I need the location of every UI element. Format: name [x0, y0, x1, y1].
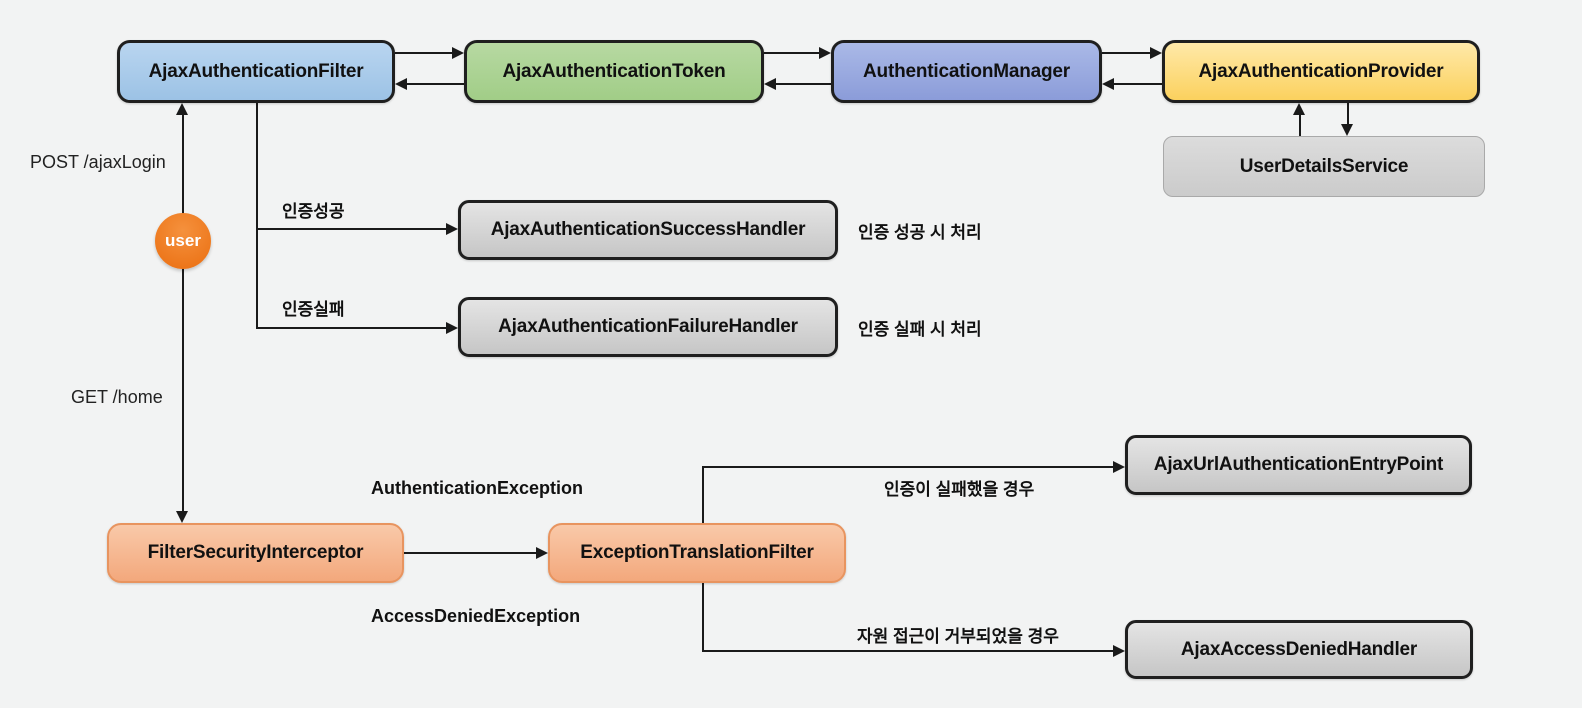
node-success-handler-label: AjaxAuthenticationSuccessHandler	[490, 219, 806, 240]
arrowhead-into-token-back	[764, 78, 776, 90]
connector-to-entry-point	[702, 466, 1113, 468]
connector-to-denied-handler	[702, 650, 1113, 652]
node-ajax-access-denied-handler: AjaxAccessDeniedHandler	[1125, 620, 1473, 679]
connector-token-to-manager	[764, 52, 819, 54]
node-denied-handler-label: AjaxAccessDeniedHandler	[1180, 638, 1418, 660]
arrowhead-into-success-handler	[446, 223, 458, 235]
connector-token-to-filter	[407, 83, 464, 85]
connector-filter-to-token	[395, 52, 452, 54]
label-fail-note: 인증 실패 시 처리	[858, 320, 982, 339]
arrowhead-into-filter	[395, 78, 407, 90]
node-ajax-authentication-filter-label: AjaxAuthenticationFilter	[148, 60, 364, 82]
connector-manager-to-token	[776, 83, 831, 85]
connector-manager-to-provider	[1102, 52, 1150, 54]
node-ajax-authentication-token-label: AjaxAuthenticationToken	[502, 60, 726, 82]
node-user-details-service: UserDetailsService	[1163, 136, 1485, 197]
node-ajax-authentication-provider: AjaxAuthenticationProvider	[1162, 40, 1480, 103]
arrowhead-into-token	[452, 47, 464, 59]
arrowhead-into-denied-handler	[1113, 645, 1125, 657]
connector-to-success-handler	[257, 228, 446, 230]
arrowhead-into-failure-handler	[446, 322, 458, 334]
arrowhead-down-into-interceptor	[176, 511, 188, 523]
arrowhead-into-manager-back	[1102, 78, 1114, 90]
label-success-note: 인증 성공 시 처리	[858, 223, 982, 242]
label-auth-success: 인증성공	[282, 202, 345, 221]
node-authentication-manager: AuthenticationManager	[831, 40, 1102, 103]
node-ajax-authentication-token: AjaxAuthenticationToken	[464, 40, 764, 103]
arrowhead-up-into-filter	[176, 103, 188, 115]
connector-provider-to-uds	[1347, 103, 1349, 125]
user-actor-label: user	[165, 231, 201, 250]
connector-to-failure-handler	[257, 327, 446, 329]
arrowhead-up-into-provider	[1293, 103, 1305, 115]
node-user-details-service-label: UserDetailsService	[1239, 155, 1409, 177]
node-ajax-authentication-filter: AjaxAuthenticationFilter	[117, 40, 395, 103]
label-entry-note: 인증이 실패했을 경우	[884, 480, 1035, 499]
connector-user-vertical	[182, 114, 184, 512]
node-entry-point-label: AjaxUrlAuthenticationEntryPoint	[1153, 454, 1444, 475]
node-ajax-authentication-provider-label: AjaxAuthenticationProvider	[1198, 60, 1444, 82]
connector-etf-down	[702, 583, 704, 651]
connector-provider-to-manager	[1114, 83, 1162, 85]
node-exception-translation-filter-label: ExceptionTranslationFilter	[580, 542, 814, 563]
node-exception-translation-filter: ExceptionTranslationFilter	[548, 523, 846, 583]
node-ajax-url-authentication-entry-point: AjaxUrlAuthenticationEntryPoint	[1125, 435, 1472, 495]
label-authentication-exception: AuthenticationException	[371, 478, 584, 498]
label-auth-fail: 인증실패	[282, 300, 345, 319]
connector-interceptor-to-etf	[404, 552, 536, 554]
label-denied-note: 자원 접근이 거부되었을 경우	[857, 627, 1059, 646]
arrowhead-into-etf	[536, 547, 548, 559]
arrowhead-into-provider	[1150, 47, 1162, 59]
connector-uds-to-provider	[1299, 114, 1301, 136]
label-post-ajaxlogin: POST /ajaxLogin	[30, 152, 166, 172]
arrowhead-into-manager	[819, 47, 831, 59]
node-authentication-manager-label: AuthenticationManager	[863, 60, 1070, 82]
node-ajax-authentication-failure-handler: AjaxAuthenticationFailureHandler	[458, 297, 838, 357]
node-ajax-authentication-success-handler: AjaxAuthenticationSuccessHandler	[458, 200, 838, 260]
user-actor-circle: user	[155, 213, 211, 269]
arrowhead-into-entry-point	[1113, 461, 1125, 473]
connector-etf-up	[702, 467, 704, 523]
label-access-denied-exception: AccessDeniedException	[371, 606, 581, 626]
node-filter-security-interceptor: FilterSecurityInterceptor	[107, 523, 404, 583]
label-get-home: GET /home	[71, 387, 163, 407]
node-failure-handler-label: AjaxAuthenticationFailureHandler	[498, 316, 798, 337]
node-filter-security-interceptor-label: FilterSecurityInterceptor	[147, 542, 364, 563]
connector-filter-branch-vertical	[256, 103, 258, 329]
arrowhead-down-into-uds	[1341, 124, 1353, 136]
